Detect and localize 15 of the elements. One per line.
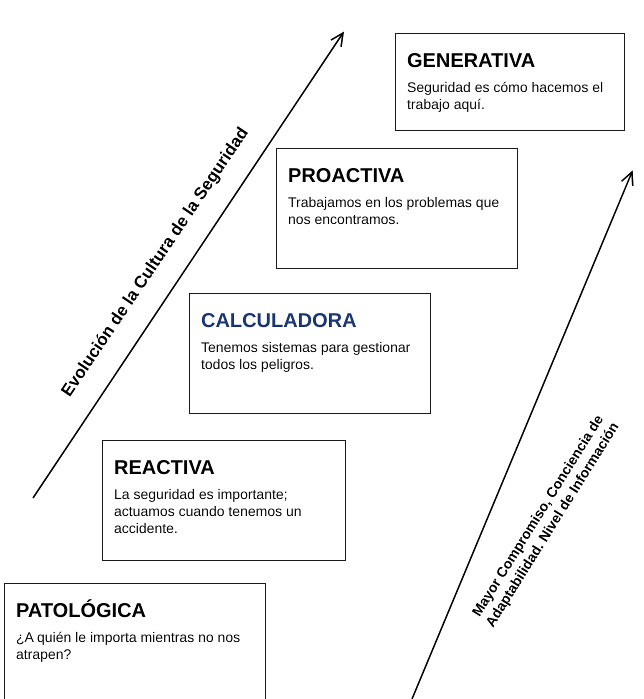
stage-title: CALCULADORA [201,310,358,333]
stage-title: PATOLÓGICA [16,600,147,623]
stage-title: PROACTIVA [288,165,406,188]
stage-description: ¿A quién le importa mientras no nos atrapen? [16,629,242,663]
stage-description: Trabajamos en los problemas que nos encontramos. [288,194,500,228]
stage-box [189,293,431,414]
stage-description: Seguridad es cómo hacemos el trabajo aquí. [407,79,604,113]
stage-title: REACTIVA [114,457,216,480]
stage-box [395,33,625,131]
stage-description: Tenemos sistemas para gestionar todos los peligros. [201,339,412,373]
stage-box [102,440,346,561]
stage-description: La seguridad es importante; actuamos cuando tenemos un accidente. [114,486,303,537]
stage-title: GENERATIVA [407,50,536,73]
stage-box [276,148,518,269]
stage-box [4,583,266,699]
